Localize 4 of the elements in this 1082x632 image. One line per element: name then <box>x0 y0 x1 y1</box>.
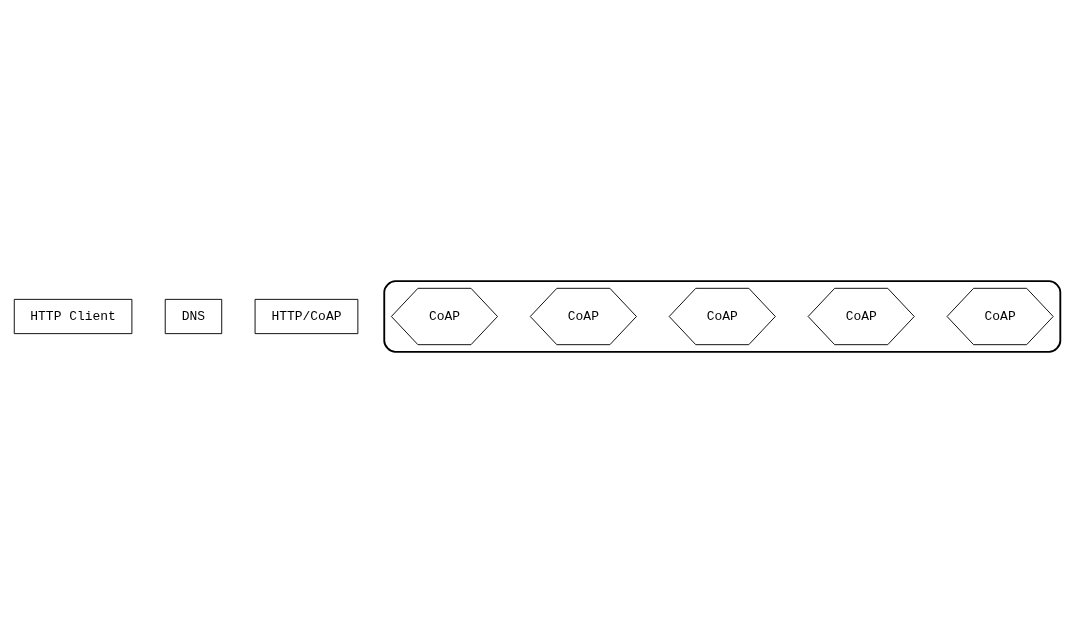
node-box: HTTP Client <box>13 298 133 334</box>
node-box: HTTP/CoAP <box>254 298 359 334</box>
node-box: DNS <box>164 298 223 334</box>
cluster <box>383 279 1062 353</box>
